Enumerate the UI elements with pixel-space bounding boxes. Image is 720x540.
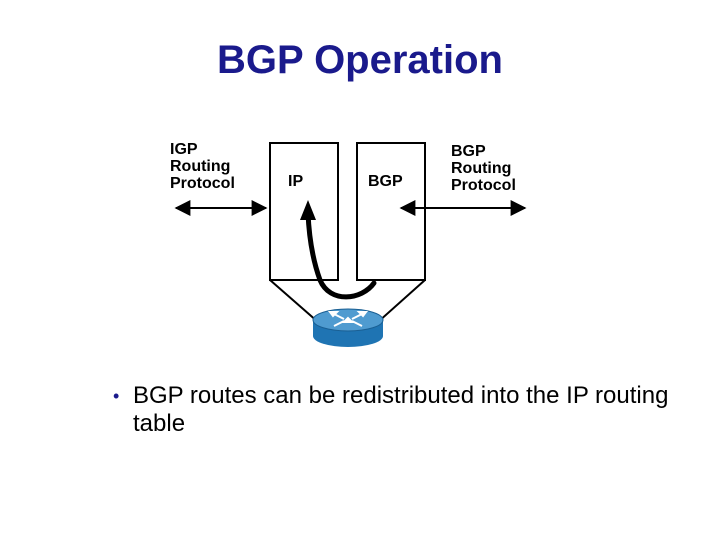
funnel-line-right [377,279,426,323]
igp-routing-protocol-label: IGP Routing Protocol [170,141,235,192]
bgp-table-box [356,142,426,281]
bullet-list: • BGP routes can be redistributed into t… [113,382,673,438]
router-icon [312,308,384,347]
bullet-marker: • [113,386,120,406]
bgp-table-label: BGP [368,173,403,190]
bgp-routing-protocol-label: BGP Routing Protocol [451,143,516,194]
redistribution-arrow [305,210,377,300]
funnel-line-left [269,279,319,323]
slide-title: BGP Operation [217,38,503,82]
ip-table-label: IP [288,173,304,190]
redistribution-arrowhead [300,200,316,220]
bullet-item: BGP routes can be redistributed into the… [133,382,669,437]
